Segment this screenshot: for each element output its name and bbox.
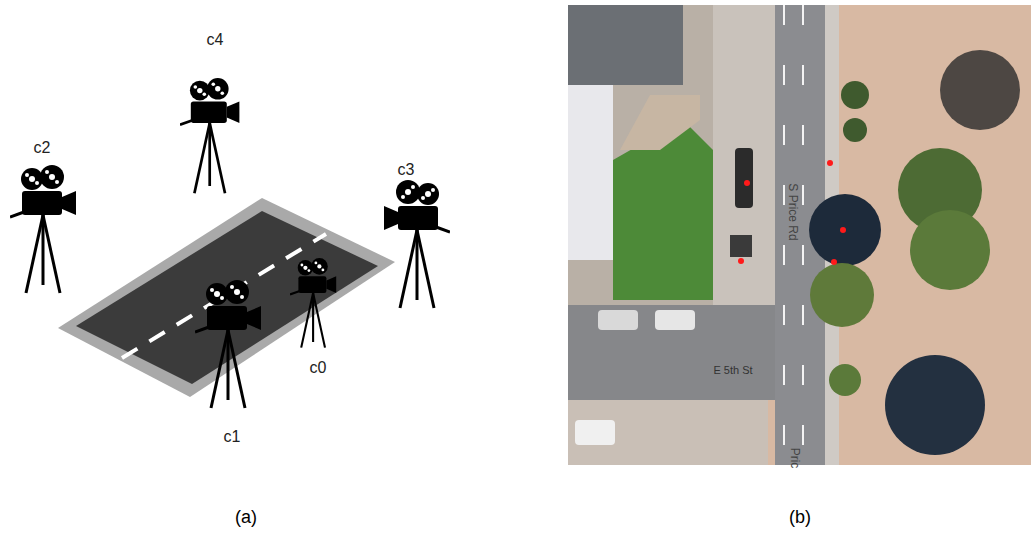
camera-label: c2 bbox=[34, 140, 51, 156]
satellite-image bbox=[568, 5, 1031, 465]
camera-label: c0 bbox=[310, 360, 327, 376]
street-label: Pric bbox=[789, 448, 801, 469]
camera-label: c1 bbox=[224, 429, 241, 445]
panel-caption: (a) bbox=[235, 508, 257, 526]
camera-label: c3 bbox=[398, 162, 415, 178]
camera-icons bbox=[10, 78, 450, 408]
panel-caption: (b) bbox=[789, 508, 811, 526]
street-label: E 5th St bbox=[713, 365, 752, 376]
street-label: S Price Rd bbox=[787, 183, 799, 240]
camera-label: c4 bbox=[207, 32, 224, 48]
